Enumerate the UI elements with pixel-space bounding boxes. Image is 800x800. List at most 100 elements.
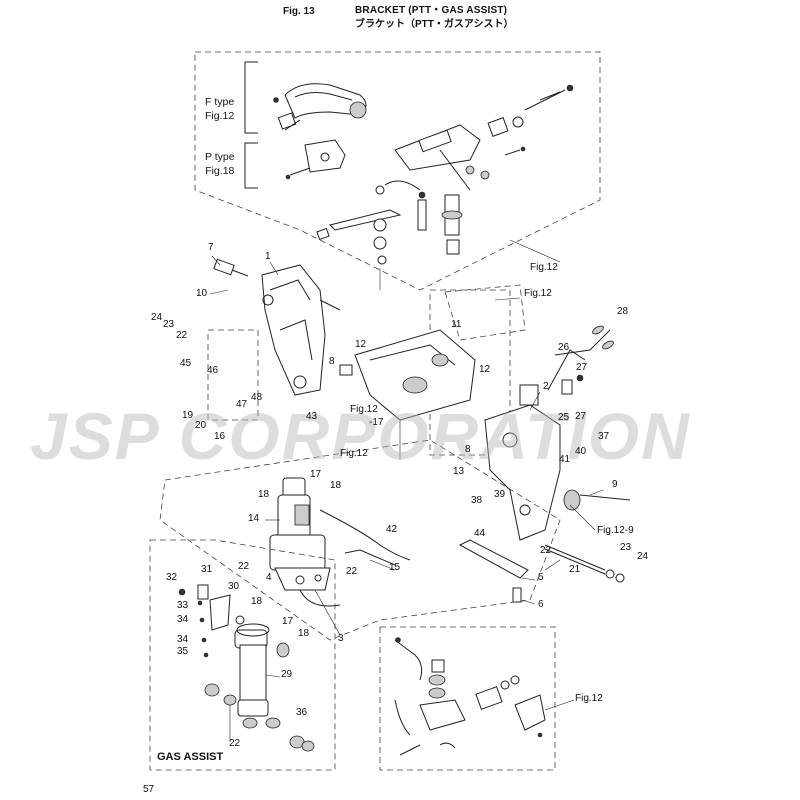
f-type-text: F type xyxy=(205,96,235,108)
part-number: 34 xyxy=(177,614,189,625)
swivel-bracket xyxy=(339,329,476,460)
gas-assist-outline xyxy=(149,539,336,771)
part-number: 6 xyxy=(538,599,544,610)
part-number: 25 xyxy=(558,412,570,423)
part-number: 48 xyxy=(251,392,263,403)
f-type-bracket xyxy=(244,61,258,134)
part-number: 22 xyxy=(229,738,241,749)
part-number: 8 xyxy=(465,444,471,455)
part-number: 20 xyxy=(195,420,207,431)
figure-ref: Fig.12 xyxy=(575,693,603,704)
part-number: 3 xyxy=(338,633,344,644)
watermark: JSP CORPORATION xyxy=(30,399,691,473)
part-number: 47 xyxy=(236,399,248,410)
part-number: 22 xyxy=(238,561,250,572)
figure-ref: Fig.12 xyxy=(524,288,552,299)
part-number: 18 xyxy=(258,489,270,500)
part-number: 15 xyxy=(389,562,401,573)
part-number: 16 xyxy=(214,431,226,442)
part-number: 22 xyxy=(176,330,188,341)
gas-assist-hardware xyxy=(178,584,315,752)
part-number: 24 xyxy=(637,551,649,562)
plate-5 xyxy=(458,539,529,603)
wire-outline xyxy=(444,284,526,341)
p-type-fig-ref: Fig.18 xyxy=(205,164,235,177)
stern-bracket-left xyxy=(261,264,341,396)
p-type-part xyxy=(285,139,346,180)
part-number: 23 xyxy=(163,319,175,330)
part-number: 30 xyxy=(228,581,240,592)
part-number: 26 xyxy=(558,342,570,353)
part-number: 17 xyxy=(310,469,322,480)
figure-ref: Fig.12-9 xyxy=(597,525,634,536)
part-number: 10 xyxy=(196,288,208,299)
part-number: 7 xyxy=(208,242,214,253)
page-title: BRACKET (PTT・GAS ASSIST) xyxy=(355,5,508,16)
part-number: 13 xyxy=(453,466,465,477)
gas-assist-label: GAS ASSIST xyxy=(157,751,224,763)
part-number: 14 xyxy=(248,513,260,524)
part-number: 42 xyxy=(386,524,398,535)
part-number: 2 xyxy=(543,381,549,392)
bottom-inset-outline xyxy=(379,626,556,771)
part-number: 37 xyxy=(598,431,610,442)
part-number: 40 xyxy=(575,446,587,457)
figure-ref: Fig.12 xyxy=(530,262,558,273)
part-number: 22 xyxy=(346,566,358,577)
figure-number: Fig. 13 xyxy=(283,6,315,17)
stern-bracket-right xyxy=(484,349,586,541)
part-number: 19 xyxy=(182,410,194,421)
figure-ref: -17 xyxy=(369,417,384,428)
f-type-fig-ref: Fig.12 xyxy=(205,109,235,122)
steering-pin xyxy=(417,191,463,255)
part-number: 18 xyxy=(251,596,263,607)
leader-lines xyxy=(209,239,604,742)
p-type-text: P type xyxy=(205,151,235,163)
tilt-rod xyxy=(563,489,631,511)
part-number: 1 xyxy=(265,251,271,262)
part-number: 12 xyxy=(355,339,367,350)
part-number: 8 xyxy=(329,356,335,367)
tiller-bottom xyxy=(394,637,546,756)
tiller-linkage xyxy=(384,84,574,191)
thru-tube-outline xyxy=(207,329,259,421)
part-number: 12 xyxy=(479,364,491,375)
part-number: 18 xyxy=(298,628,310,639)
figure-ref: Fig.12 xyxy=(340,448,368,459)
part-number: 27 xyxy=(575,411,587,422)
part-number: 23 xyxy=(620,542,632,553)
part-number: 9 xyxy=(612,479,618,490)
p-type-bracket xyxy=(244,142,258,189)
part-number: 28 xyxy=(617,306,629,317)
part-number: 31 xyxy=(201,564,213,575)
p-type-label: P type Fig.18 xyxy=(205,152,235,176)
wire-15 xyxy=(344,549,396,566)
part-number: 22 xyxy=(540,545,552,556)
upper-assembly-outline xyxy=(194,51,601,291)
part-number: 18 xyxy=(330,480,342,491)
friction-rod xyxy=(316,185,402,290)
part-number: 45 xyxy=(180,358,192,369)
part-number: 5 xyxy=(538,572,544,583)
part-number: 34 xyxy=(177,634,189,645)
part-number: 27 xyxy=(576,362,588,373)
part-number: 43 xyxy=(306,411,318,422)
gas-cylinder xyxy=(234,623,281,729)
steering-handle xyxy=(273,83,367,131)
bolt-7 xyxy=(213,258,249,277)
part-number: 44 xyxy=(474,528,486,539)
figure-ref: Fig.12 xyxy=(350,404,378,415)
part-number: 36 xyxy=(296,707,308,718)
part-number: 46 xyxy=(207,365,219,376)
part-number: 17 xyxy=(282,616,294,627)
part-number: 32 xyxy=(166,572,178,583)
part-number: 24 xyxy=(151,312,163,323)
page-title-jp: ブラケット（PTT・ガスアシスト） xyxy=(355,19,514,30)
ptt-unit xyxy=(269,477,411,607)
part-number: 35 xyxy=(177,646,189,657)
part-number: 11 xyxy=(451,319,462,330)
part-number: 29 xyxy=(281,669,293,680)
lower-outline xyxy=(159,439,561,641)
part-number: 38 xyxy=(471,495,483,506)
